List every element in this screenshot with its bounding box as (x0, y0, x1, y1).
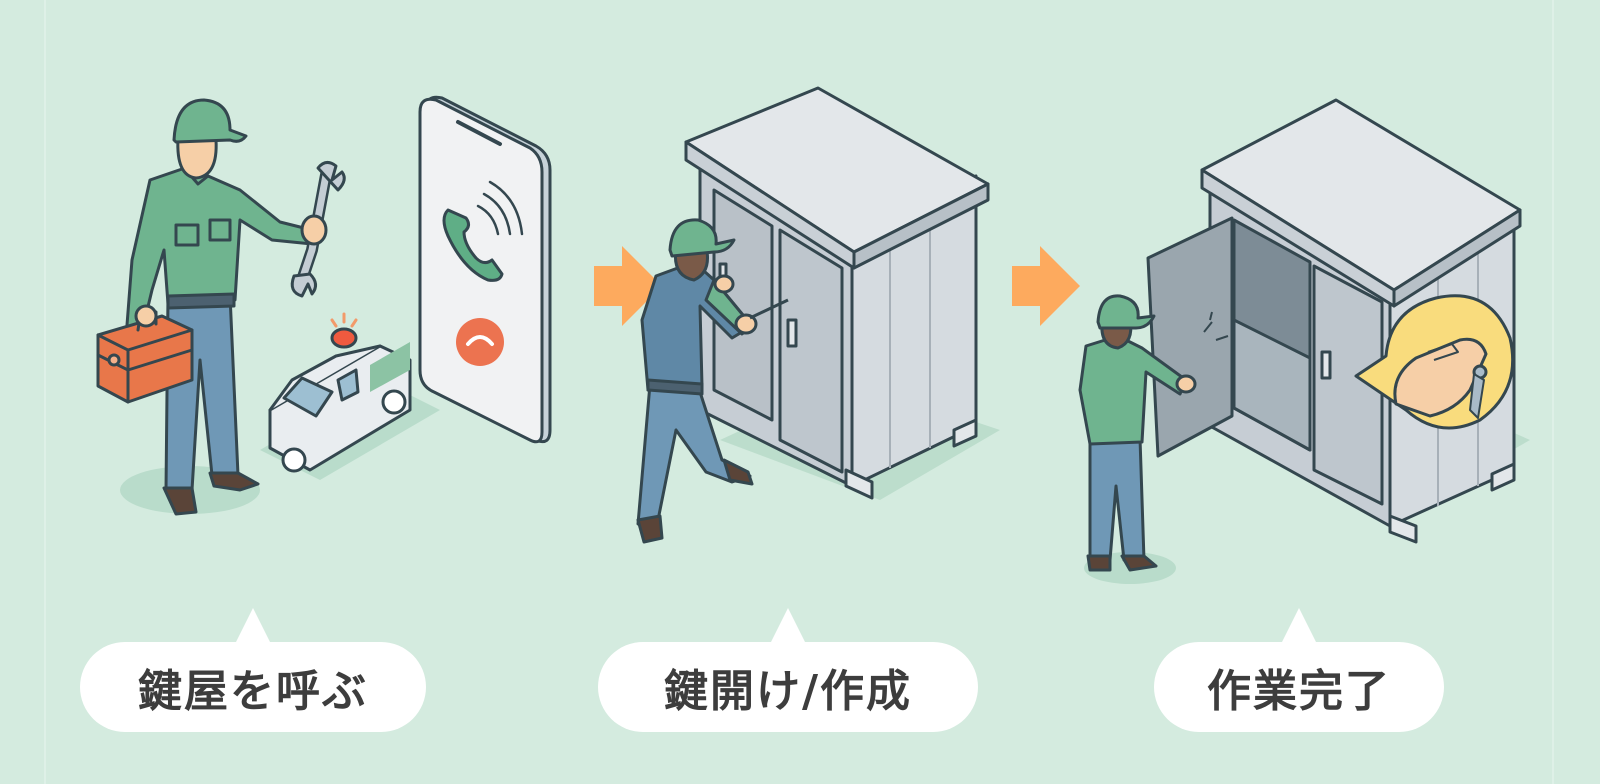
arrow-right-icon (594, 246, 662, 326)
step-2-label: 鍵開け/作成 (598, 608, 978, 732)
step-1-illustration (96, 95, 552, 516)
keys-speech-bubble (1354, 294, 1515, 430)
kneeling-locksmith (636, 218, 789, 544)
locksmith-figure (96, 98, 346, 516)
background-divider (1552, 0, 1554, 784)
speech-tail (1281, 608, 1317, 644)
step-3-illustration (1078, 98, 1530, 584)
step-3-label: 作業完了 (1154, 608, 1444, 732)
step-3-label-text: 作業完了 (1207, 666, 1391, 717)
speech-tail (770, 608, 806, 644)
service-van (268, 312, 412, 473)
phone-call-icon (442, 208, 504, 282)
step-2-illustration (636, 86, 1000, 544)
step-2-label-text: 鍵開け/作成 (663, 666, 913, 717)
smartphone (418, 95, 552, 444)
step-1-label-text: 鍵屋を呼ぶ (138, 666, 368, 717)
step-1-label: 鍵屋を呼ぶ (80, 608, 426, 732)
person-opening-door (1078, 294, 1197, 572)
speech-tail (235, 608, 271, 644)
background-divider (44, 0, 46, 784)
arrow-right-icon (1012, 246, 1080, 326)
storage-shed (684, 86, 990, 500)
hang-up-icon (456, 318, 504, 366)
